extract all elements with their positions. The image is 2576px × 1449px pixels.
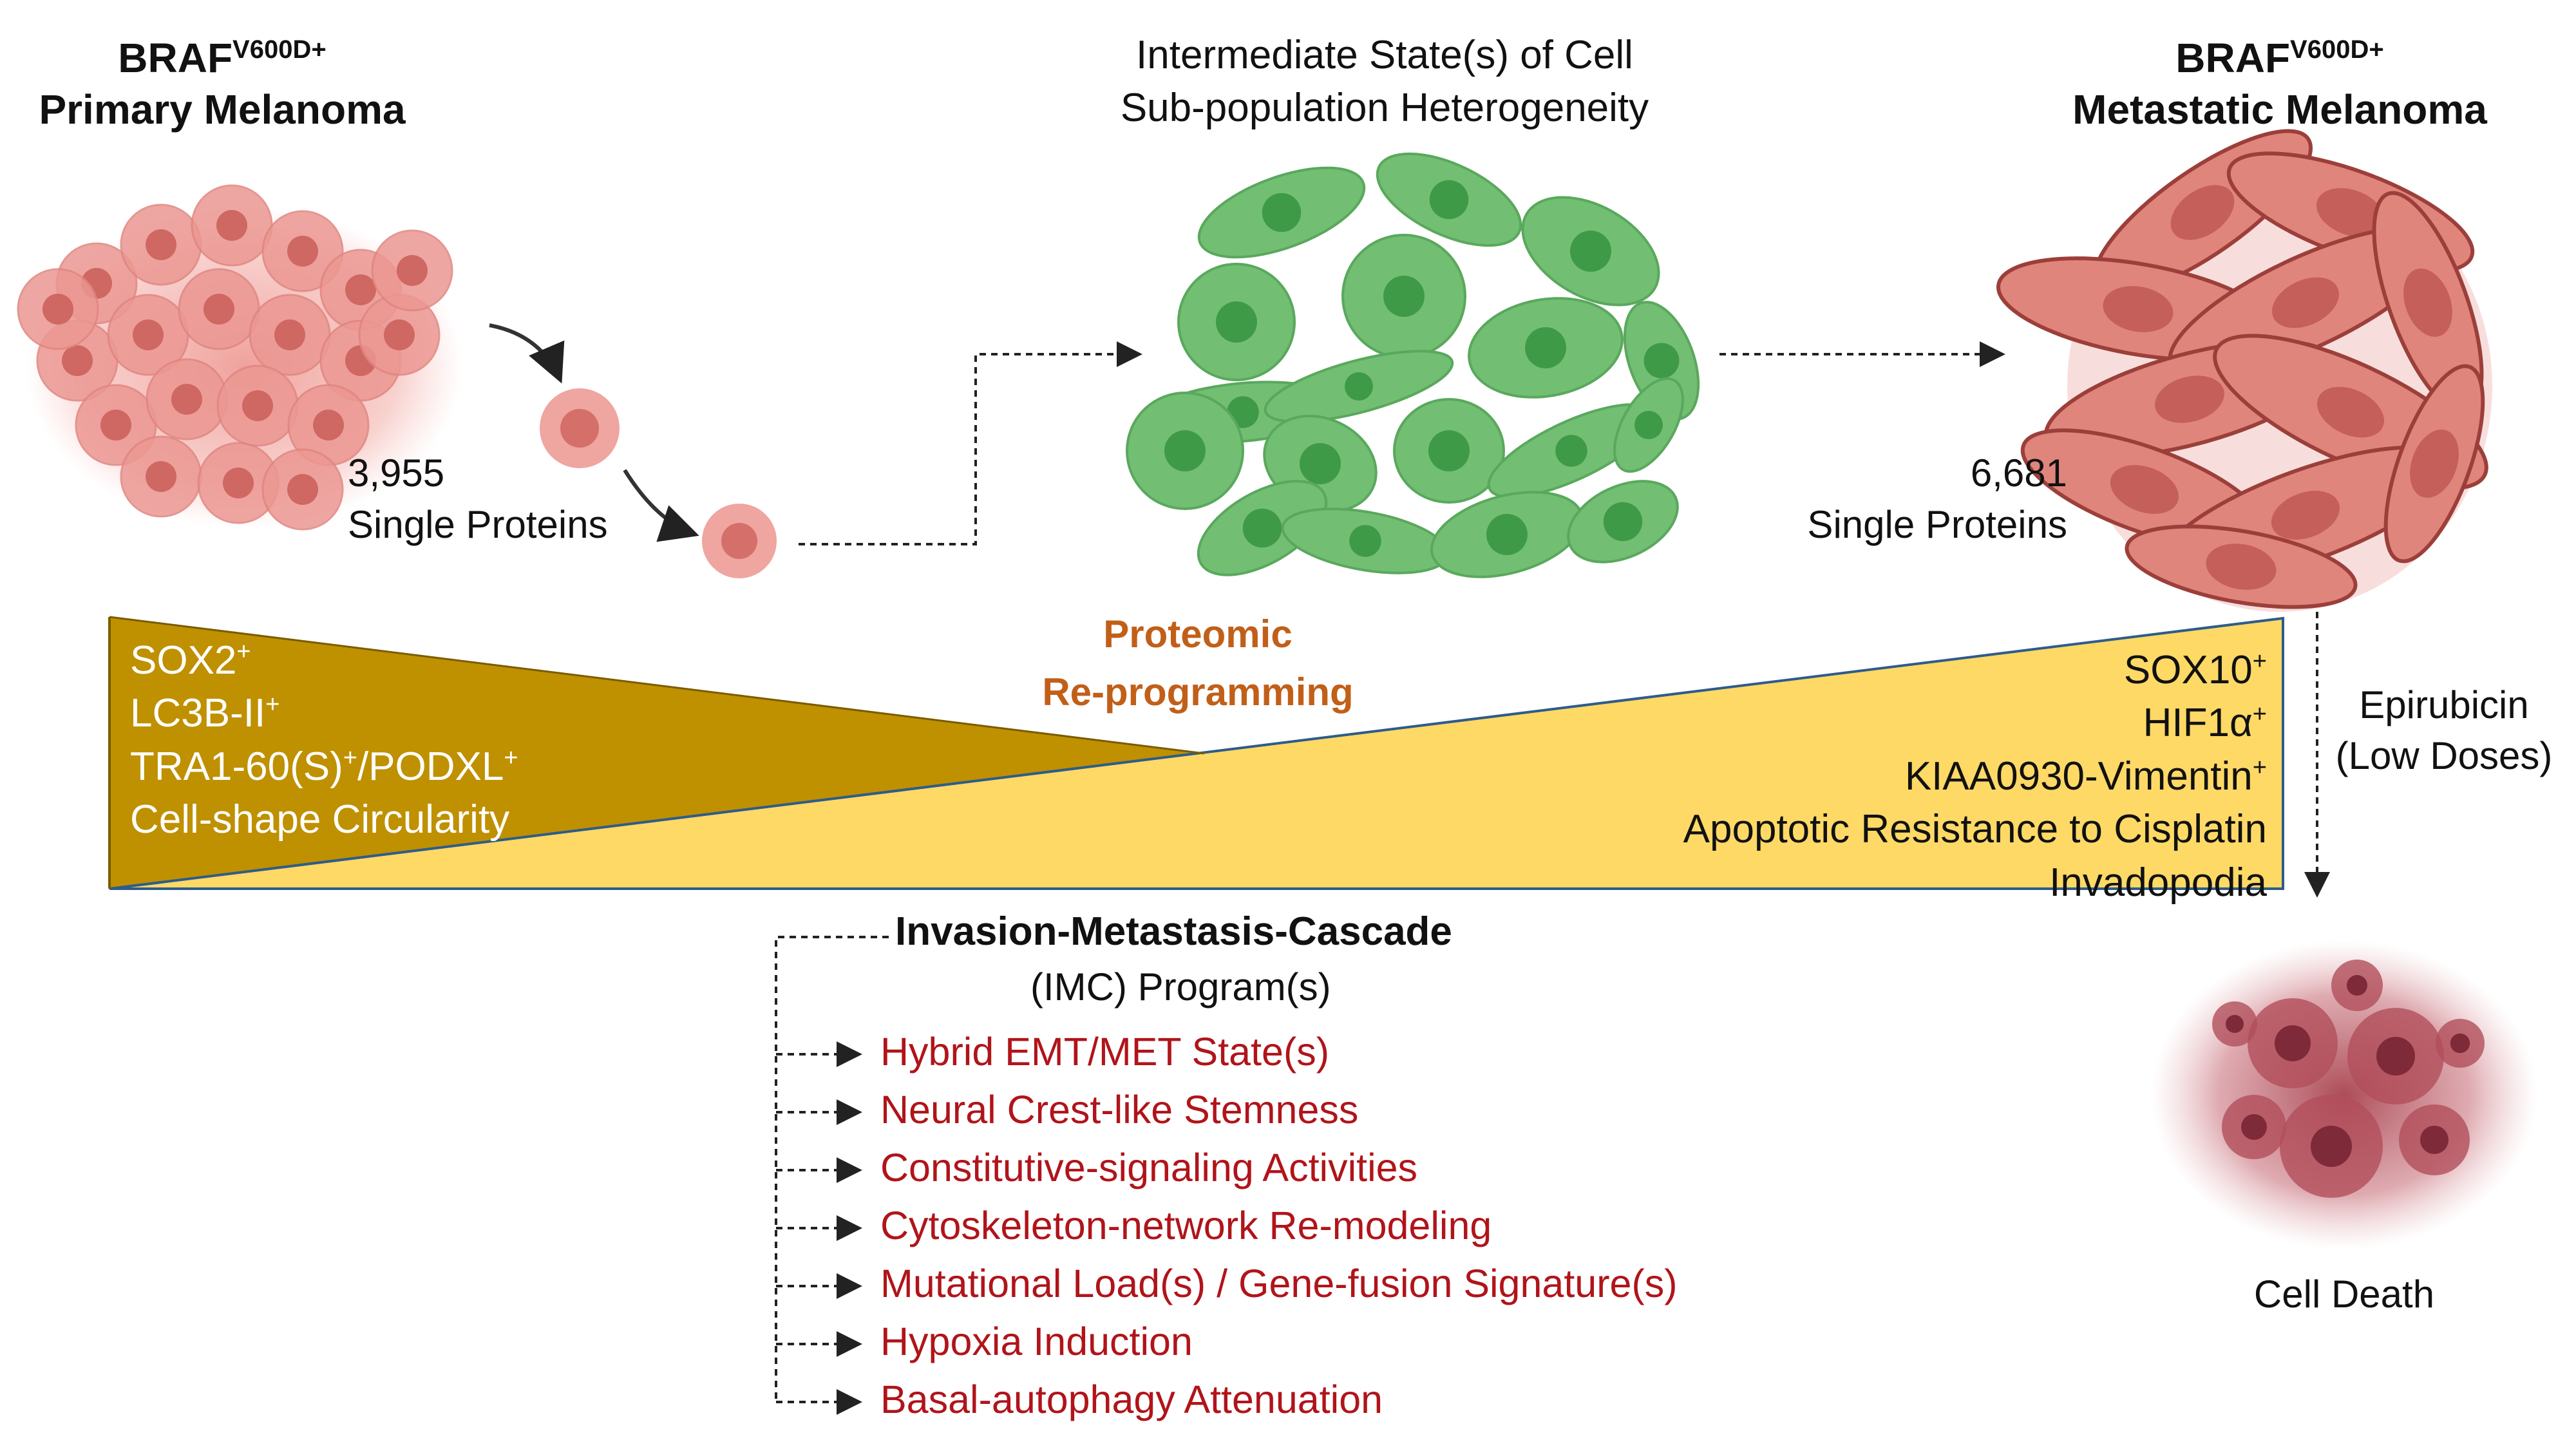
cell-death-label: Cell Death bbox=[2253, 1273, 2435, 1316]
primary-nucleus bbox=[146, 461, 176, 492]
intermediate-nucleus bbox=[1555, 435, 1587, 467]
primary-nucleus bbox=[274, 319, 305, 350]
primary-nucleus bbox=[146, 229, 176, 260]
left-marker-list: SOX2+ LC3B-II+ TRA1-60(S)+/PODXL+ Cell-shap… bbox=[130, 634, 518, 847]
left-marker-item: Cell-shape Circularity bbox=[130, 797, 510, 842]
intermediate-nucleus bbox=[1242, 508, 1282, 548]
epirubicin-label: Epirubicin (Low Doses) bbox=[2335, 683, 2553, 778]
metastatic-melanoma-title: BRAFV600D+ Metastatic Melanoma bbox=[2072, 35, 2487, 133]
primary-nucleus bbox=[242, 390, 273, 421]
primary-nucleus bbox=[43, 294, 73, 325]
metastatic-nucleus bbox=[2316, 188, 2385, 237]
primary-nucleus bbox=[62, 345, 93, 376]
intermediate-nucleus bbox=[1164, 430, 1206, 471]
primary-nucleus bbox=[100, 410, 131, 440]
left-marker-item: TRA1-60(S)+/PODXL+ bbox=[130, 744, 518, 789]
detaching-cells bbox=[489, 323, 777, 578]
cascade-item: Cytoskeleton-network Re-modeling bbox=[880, 1204, 1492, 1247]
cell-death-cluster bbox=[2151, 940, 2537, 1249]
intermediate-state-title: Intermediate State(s) of Cell Sub-popula… bbox=[1120, 33, 1649, 130]
primary-nucleus bbox=[287, 236, 318, 267]
metastatic-melanoma-cluster bbox=[1996, 129, 2492, 612]
right-marker-list: SOX10+ HIF1α+ KIAA0930-Vimentin+ Apoptotic … bbox=[1546, 644, 2267, 909]
dying-cell-nucleus bbox=[2376, 1037, 2415, 1075]
intermediate-nucleus bbox=[1349, 525, 1381, 557]
primary-nucleus bbox=[384, 319, 415, 350]
cascade-item: Hybrid EMT/MET State(s) bbox=[880, 1030, 1330, 1074]
right-wedge bbox=[109, 616, 2284, 890]
proteomic-wedges bbox=[108, 616, 2284, 890]
intermediate-nucleus bbox=[1383, 276, 1425, 317]
cascade-connectors bbox=[775, 936, 889, 1415]
metastatic-nucleus bbox=[2103, 286, 2174, 332]
left-marker-item: SOX2+ bbox=[130, 638, 251, 683]
dying-cell-nucleus bbox=[2450, 1033, 2470, 1054]
metastatic-nucleus bbox=[2170, 185, 2235, 240]
primary-nucleus bbox=[133, 319, 164, 350]
metastatic-nucleus bbox=[2317, 386, 2384, 438]
metastatic-nucleus bbox=[2206, 544, 2277, 590]
cascade-subtitle: (IMC) Program(s) bbox=[1030, 965, 1331, 1009]
primary-nucleus bbox=[397, 255, 428, 286]
primary-nucleus bbox=[223, 468, 254, 498]
right-marker-item: Invadopodia bbox=[2049, 860, 2267, 905]
primary-protein-count: 3,955 Single Proteins bbox=[348, 451, 608, 546]
primary-melanoma-title: BRAFV600D+ Primary Melanoma bbox=[39, 35, 406, 133]
intermediate-nucleus bbox=[1345, 372, 1373, 401]
right-marker-item: HIF1α+ bbox=[2143, 701, 2267, 746]
metastatic-nucleus bbox=[2155, 375, 2224, 423]
cascade-item: Mutational Load(s) / Gene-fusion Signatu… bbox=[880, 1262, 1678, 1305]
metastatic-protein-count: 6,681 Single Proteins bbox=[1807, 451, 2067, 546]
intermediate-nucleus bbox=[1634, 411, 1663, 439]
dying-cell-nucleus bbox=[2311, 1126, 2352, 1167]
intermediate-nucleus bbox=[1262, 193, 1302, 232]
dying-cell-nucleus bbox=[2226, 1015, 2244, 1033]
cascade-title: Invasion-Metastasis-Cascade bbox=[895, 909, 1452, 954]
primary-melanoma-cluster bbox=[17, 184, 464, 531]
intermediate-nucleus bbox=[1216, 301, 1257, 343]
right-marker-item: KIAA0930-Vimentin+ bbox=[1904, 753, 2267, 799]
intermediate-nucleus bbox=[1643, 343, 1680, 379]
intermediate-nucleus bbox=[1428, 430, 1470, 471]
intermediate-nucleus bbox=[1429, 180, 1469, 220]
intermediate-nucleus bbox=[1570, 231, 1611, 272]
primary-nucleus bbox=[345, 274, 376, 305]
intermediate-nucleus bbox=[1486, 514, 1528, 555]
metastatic-nucleus bbox=[2271, 491, 2340, 540]
primary-nucleus bbox=[313, 410, 344, 440]
right-marker-item: SOX10+ bbox=[2123, 648, 2267, 692]
metastatic-nucleus bbox=[2403, 268, 2452, 337]
primary-nucleus bbox=[204, 294, 234, 325]
left-marker-item: LC3B-II+ bbox=[130, 691, 280, 736]
intermediate-cell-population bbox=[1126, 152, 1700, 578]
primary-nucleus bbox=[171, 384, 202, 415]
proteomic-reprogramming-label: Proteomic Re-programming bbox=[1042, 612, 1354, 714]
metastatic-nucleus bbox=[2410, 429, 2459, 498]
cascade-item: Constitutive-signaling Activities bbox=[880, 1146, 1418, 1189]
cascade-item: Basal-autophagy Attenuation bbox=[880, 1378, 1383, 1421]
intermediate-nucleus bbox=[1300, 443, 1341, 484]
metastatic-nucleus bbox=[2272, 277, 2339, 328]
cascade-item: Neural Crest-like Stemness bbox=[880, 1088, 1359, 1132]
cascade-item: Hypoxia Induction bbox=[880, 1320, 1193, 1363]
dying-cell-nucleus bbox=[2420, 1126, 2448, 1154]
intermediate-nucleus bbox=[1525, 327, 1566, 368]
dying-cell-nucleus bbox=[2347, 975, 2367, 996]
dying-cell-nucleus bbox=[2241, 1114, 2267, 1140]
left-wedge bbox=[109, 617, 1204, 889]
flow-arrows bbox=[799, 341, 2330, 898]
right-marker-item: Apoptotic Resistance to Cisplatin bbox=[1683, 807, 2267, 852]
primary-nucleus bbox=[287, 474, 318, 505]
dying-cell-nucleus bbox=[2275, 1025, 2311, 1061]
intermediate-nucleus bbox=[1603, 502, 1643, 542]
metastatic-nucleus bbox=[2110, 465, 2179, 514]
primary-nucleus bbox=[216, 210, 247, 241]
